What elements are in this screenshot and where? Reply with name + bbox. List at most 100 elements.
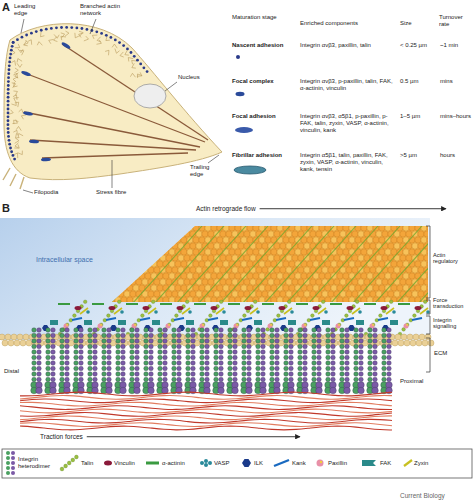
integrin-domain bbox=[200, 328, 205, 333]
integrin-domain bbox=[32, 377, 37, 382]
actin-branch bbox=[22, 51, 24, 55]
integrin-domain bbox=[121, 366, 126, 371]
integrin-domain bbox=[270, 377, 275, 382]
actin-monomer bbox=[121, 273, 127, 279]
actin-monomer bbox=[319, 249, 325, 255]
actin-monomer bbox=[373, 261, 379, 267]
nascent-adhesion bbox=[7, 72, 10, 75]
integrin-domain bbox=[186, 339, 191, 344]
integrin-domain bbox=[135, 344, 140, 349]
talin-domain bbox=[243, 314, 247, 318]
integrin-domain bbox=[233, 366, 238, 371]
actin-monomer bbox=[253, 249, 259, 255]
integrin-domain bbox=[74, 328, 79, 333]
integrin-domain bbox=[116, 344, 121, 349]
integrin-domain bbox=[288, 387, 295, 394]
integrin-domain bbox=[219, 333, 224, 338]
actin-monomer bbox=[292, 279, 298, 285]
integrin-domain bbox=[312, 350, 317, 355]
actin-monomer bbox=[355, 237, 361, 243]
actin-monomer bbox=[115, 249, 121, 255]
integrin-domain bbox=[149, 377, 154, 382]
actin-monomer bbox=[157, 249, 163, 255]
nascent-adhesion bbox=[10, 150, 13, 153]
actin-monomer bbox=[367, 225, 373, 231]
actin-monomer bbox=[295, 225, 301, 231]
actin-monomer bbox=[292, 255, 298, 261]
actin-monomer bbox=[145, 237, 151, 243]
actin-monomer bbox=[418, 243, 424, 249]
integrin-domain bbox=[186, 333, 191, 338]
integrin-domain bbox=[177, 366, 182, 371]
actin-monomer bbox=[322, 291, 328, 297]
integrin-domain bbox=[46, 366, 51, 371]
actin-monomer bbox=[196, 279, 202, 285]
actin-monomer bbox=[190, 267, 196, 273]
talin-domain bbox=[151, 300, 155, 304]
integrin-domain bbox=[107, 366, 112, 371]
stress-fibre bbox=[42, 153, 188, 158]
actin-monomer bbox=[319, 225, 325, 231]
integrin-domain bbox=[65, 339, 70, 344]
integrin-domain bbox=[93, 350, 98, 355]
vasp bbox=[200, 461, 204, 465]
actin-monomer bbox=[238, 279, 244, 285]
integrin-domain bbox=[172, 366, 177, 371]
talin-domain bbox=[287, 300, 291, 304]
integrin-heterodimer bbox=[311, 328, 323, 394]
lipid-head bbox=[404, 340, 410, 346]
integrin-domain bbox=[289, 339, 294, 344]
talin-domain bbox=[75, 455, 79, 459]
actin-monomer bbox=[421, 237, 427, 243]
integrin-domain bbox=[289, 372, 294, 377]
integrin-domain bbox=[284, 355, 289, 360]
actin-branch bbox=[92, 35, 97, 36]
actin-monomer bbox=[394, 291, 400, 297]
integrin-domain bbox=[368, 344, 373, 349]
integrin-domain bbox=[135, 377, 140, 382]
lipid-head bbox=[407, 334, 413, 340]
integrin-domain bbox=[37, 333, 42, 338]
integrin-domain bbox=[289, 344, 294, 349]
integrin-domain bbox=[303, 366, 308, 371]
actin-monomer bbox=[217, 285, 223, 291]
actin-monomer bbox=[145, 249, 151, 255]
integrin-domain bbox=[79, 344, 84, 349]
integrin-domain bbox=[106, 387, 113, 394]
actin-monomer bbox=[211, 273, 217, 279]
integrin-domain bbox=[298, 372, 303, 377]
nascent-adhesion bbox=[7, 84, 10, 87]
talin-domain bbox=[355, 300, 359, 304]
lipid-head bbox=[398, 340, 404, 346]
integrin-domain bbox=[102, 350, 107, 355]
actin-branch bbox=[140, 72, 142, 76]
actin-monomer bbox=[244, 255, 250, 261]
alpha-actinin bbox=[160, 303, 172, 305]
actin-monomer bbox=[112, 291, 118, 297]
focal-adhesion bbox=[29, 139, 39, 143]
legend-icon bbox=[60, 455, 78, 471]
integrin-domain bbox=[116, 366, 121, 371]
focal-adhesions bbox=[21, 41, 71, 161]
integrin-domain bbox=[93, 333, 98, 338]
talin bbox=[398, 300, 427, 336]
paxillin-site bbox=[134, 324, 136, 326]
legend-box bbox=[2, 449, 472, 478]
actin-monomer bbox=[202, 243, 208, 249]
filopodia bbox=[3, 168, 24, 189]
integrin-domain bbox=[359, 355, 364, 360]
actin-monomer bbox=[121, 225, 127, 231]
integrin-domain bbox=[60, 366, 65, 371]
actin-monomer bbox=[133, 261, 139, 267]
legend-icon bbox=[317, 460, 324, 467]
integrin-domain bbox=[270, 344, 275, 349]
integrin-domain bbox=[214, 344, 219, 349]
actin-monomer bbox=[376, 279, 382, 285]
integrin-domain bbox=[120, 387, 127, 394]
actin-monomer bbox=[310, 255, 316, 261]
nascent-adhesion bbox=[8, 143, 11, 146]
actin-monomer bbox=[169, 225, 175, 231]
actin-monomer bbox=[115, 225, 121, 231]
integrin-domain bbox=[11, 471, 15, 475]
vasp bbox=[290, 310, 294, 314]
